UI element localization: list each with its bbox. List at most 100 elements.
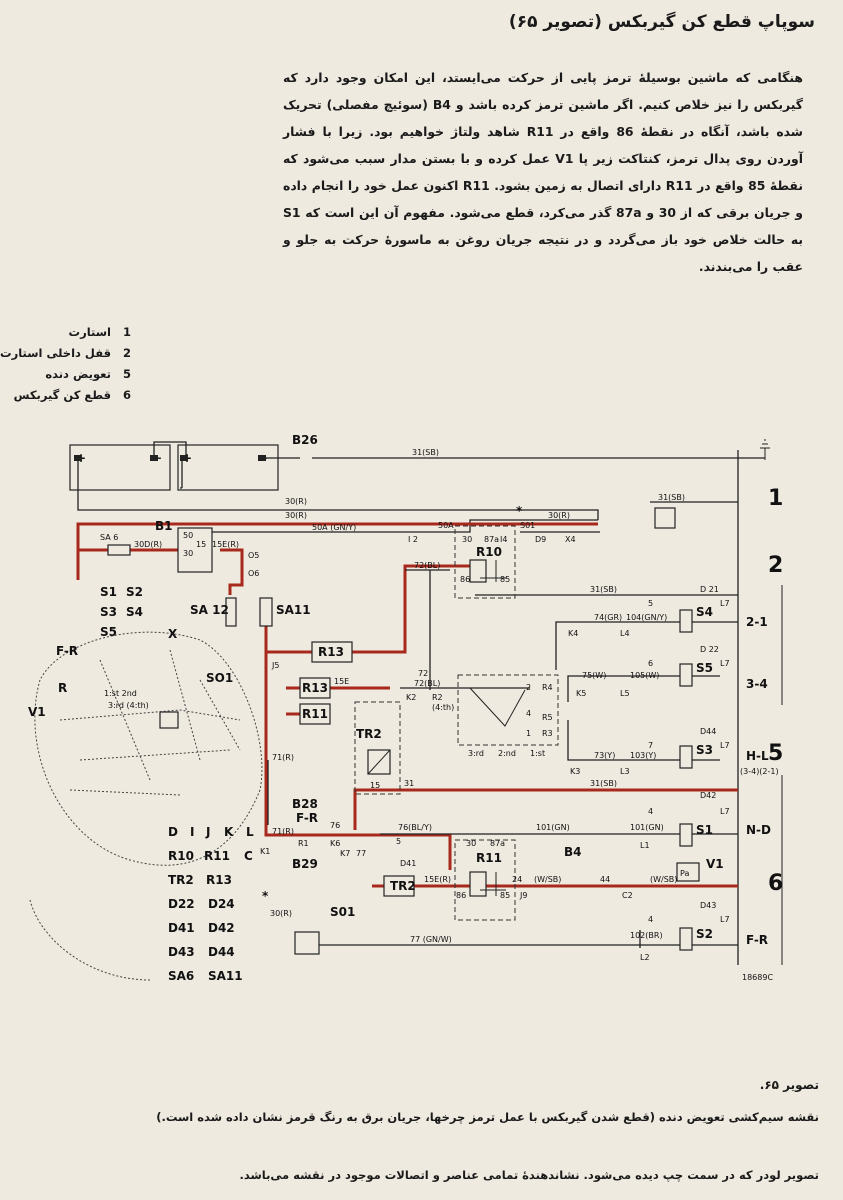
- section-number: 6: [768, 871, 783, 896]
- label-s5: S5: [696, 661, 713, 675]
- wire-label: 77 (GN/W): [410, 935, 452, 944]
- pin-label: K1: [260, 847, 270, 856]
- component-label: SA6: [168, 969, 194, 983]
- component-label: D24: [208, 897, 235, 911]
- pin-label: 77: [356, 849, 366, 858]
- pin-label: L2: [640, 953, 650, 962]
- pin-label: 4: [648, 807, 653, 816]
- legend-number: 6: [122, 388, 131, 402]
- page-title: سوپاپ قطع کن گیربکس (تصویر ۶۵): [508, 12, 815, 32]
- component-label: D43: [168, 945, 195, 959]
- reference-code: 18689C: [742, 973, 773, 982]
- component-label: S5: [100, 625, 117, 639]
- pin-label: D42: [700, 791, 716, 800]
- side-label: (3-4)(2-1): [740, 767, 779, 776]
- component-label: D: [168, 825, 178, 839]
- legend-text: استارت: [68, 325, 111, 339]
- component-label: S1: [100, 585, 117, 599]
- label-s3: S3: [696, 743, 713, 757]
- pin-label: 87a: [490, 839, 505, 848]
- label-sa11: SA11: [276, 603, 311, 617]
- legend-item: 2قفل داخلی استارت: [0, 343, 131, 364]
- component-label: L: [246, 825, 254, 839]
- pin-label: 24: [512, 875, 522, 884]
- starter-motor: [654, 507, 676, 529]
- pin-label: K5: [576, 689, 586, 698]
- wire-50a: [180, 519, 598, 533]
- sketch-label: X: [168, 627, 178, 641]
- component-label: D44: [208, 945, 235, 959]
- gear-label-1st: 1:st: [530, 749, 545, 758]
- pin-label: D 22: [700, 645, 719, 654]
- label-r10: R10: [476, 545, 502, 559]
- pin-label: 15: [370, 781, 380, 790]
- pin-label: 86: [460, 575, 470, 584]
- pin-label: L1: [640, 841, 650, 850]
- pin-label: 7: [648, 741, 653, 750]
- side-label: 3-4: [746, 677, 768, 691]
- pin-label: 6: [648, 659, 653, 668]
- wire-30r-second: [180, 460, 183, 489]
- wire-label: 31(SB): [590, 585, 617, 594]
- pin-label: K4: [568, 629, 578, 638]
- solenoid-s4: [679, 609, 693, 633]
- wire-74gr: [555, 621, 738, 670]
- component-label: S4: [126, 605, 143, 619]
- pin-label: K7: [340, 849, 350, 858]
- pin-label: L7: [720, 741, 730, 750]
- r13-box-arrow: [299, 677, 331, 699]
- component-label: S3: [100, 605, 117, 619]
- label-r11: R11: [302, 707, 328, 721]
- loader-sketch: [29, 631, 263, 981]
- intro-paragraph: هنگامی که ماشین بوسیلهٔ ترمز پایی از حرک…: [283, 70, 803, 274]
- wire-label: 71(R): [272, 827, 294, 836]
- pin-label: 76: [330, 821, 340, 830]
- sketch-label: 1:st 2nd: [104, 689, 137, 698]
- pin-label: K2: [406, 693, 416, 702]
- legend-list: 1 استارت 2قفل داخلی استارت 5تعویض دنده 6ق…: [0, 322, 131, 406]
- component-label: R11: [204, 849, 230, 863]
- pin-label: 15E: [334, 677, 349, 686]
- sketch-label: R: [58, 681, 67, 695]
- pin-label: J9: [519, 891, 527, 900]
- pin-label: I4: [500, 535, 507, 544]
- pin-label: O6: [248, 569, 259, 578]
- pin-label: 15: [196, 540, 206, 549]
- side-label: N-D: [746, 823, 771, 837]
- pin-label: 5: [648, 599, 653, 608]
- pin-label: 44: [600, 875, 610, 884]
- wire-label: 103(Y): [630, 751, 656, 760]
- label-s4: S4: [696, 605, 713, 619]
- pin-label: X4: [565, 535, 576, 544]
- legend-item: 5تعویض دنده: [0, 364, 131, 385]
- pin-label: 31: [404, 779, 414, 788]
- relay-r11: [454, 839, 516, 921]
- label-tr2: TR2: [356, 727, 382, 741]
- legend-item: 6قطع کن گیربکس: [0, 385, 131, 406]
- pin-label: L7: [720, 599, 730, 608]
- battery-left: +−: [69, 444, 171, 491]
- wire-label: 50A (GN/Y): [312, 523, 356, 532]
- legend-number: 1: [122, 325, 131, 339]
- figure-number: تصویر ۶۵.: [759, 1078, 819, 1092]
- legend-text: تعویض دنده: [45, 367, 111, 381]
- gear-label-4th: (4:th): [432, 703, 454, 712]
- fuse-sa12: [225, 597, 237, 627]
- section-number: 1: [768, 486, 783, 511]
- wire-label: 72(BL): [414, 679, 440, 688]
- pin-label: 86: [456, 891, 466, 900]
- section-number: 5: [768, 741, 783, 766]
- wire-label: 102(BR): [630, 931, 663, 940]
- pin-label: 30: [462, 535, 472, 544]
- label-v1: V1: [706, 857, 724, 871]
- pin-label: 5: [396, 837, 401, 846]
- pin-label: L3: [620, 767, 630, 776]
- label-r13: R13: [318, 645, 344, 659]
- so1-relay: [294, 931, 320, 955]
- wire-label: 30(R): [548, 511, 570, 520]
- solenoid-s3: [679, 745, 693, 769]
- ground-symbol: [760, 439, 770, 460]
- wire-73y: [567, 720, 720, 761]
- pin-label: I 2: [408, 535, 418, 544]
- component-label: I: [190, 825, 194, 839]
